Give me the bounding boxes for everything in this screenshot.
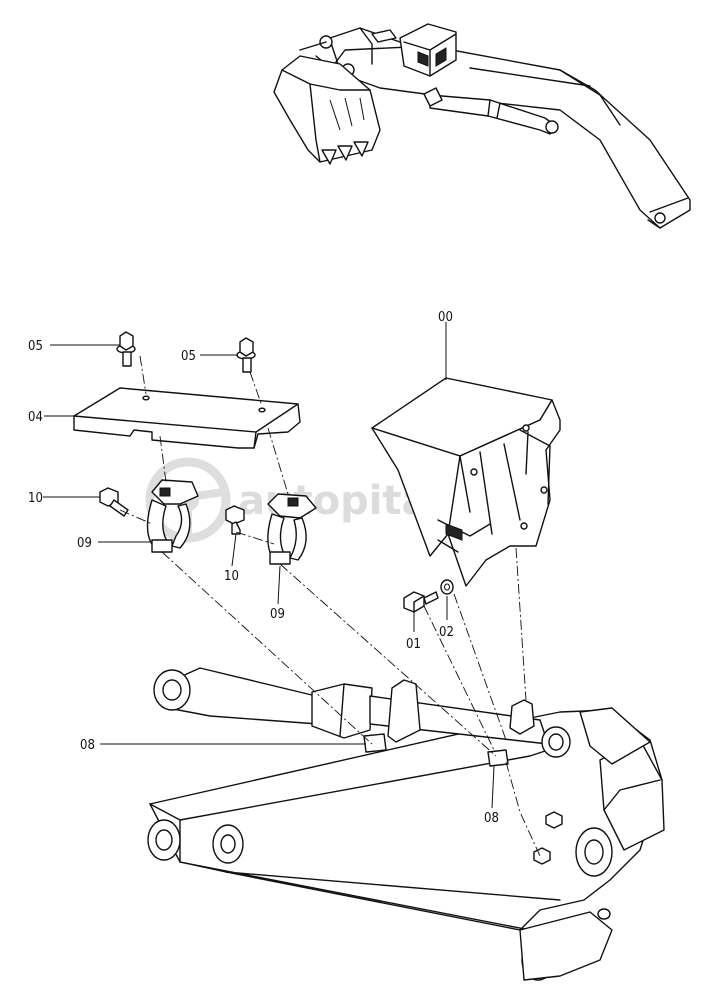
label-part-05-left: 05 — [28, 339, 43, 354]
label-part-10-left: 10 — [28, 491, 43, 506]
part-09-clamp-left — [146, 479, 199, 553]
label-part-05-right: 05 — [181, 349, 196, 364]
part-01-bolt — [403, 591, 439, 613]
label-part-04: 04 — [28, 410, 43, 425]
label-part-00: 00 — [438, 310, 453, 325]
part-05-flange-bolt-left — [116, 331, 136, 367]
part-labels: 00 01 02 04 05 05 08 08 09 09 10 10 — [28, 310, 499, 826]
part-09-clamp-right — [267, 493, 317, 565]
label-part-08-right: 08 — [484, 811, 499, 826]
part-04-cover-plate — [73, 387, 301, 449]
label-part-10-right: 10 — [224, 569, 239, 584]
part-10-bolt-right — [225, 505, 245, 535]
assembly-lines — [119, 355, 541, 857]
label-part-09-left: 09 — [77, 536, 92, 551]
arm-overview-illustration — [273, 23, 691, 229]
part-05-flange-bolt-right — [236, 337, 256, 373]
label-part-01: 01 — [406, 637, 421, 652]
label-part-08-left: 08 — [80, 738, 95, 753]
boom-assembly-illustration — [147, 667, 665, 981]
label-part-02: 02 — [439, 625, 454, 640]
label-part-09-right: 09 — [270, 607, 285, 622]
part-00-guard-cover — [371, 377, 561, 587]
leader-lines — [43, 322, 495, 809]
part-02-washer — [440, 579, 454, 595]
